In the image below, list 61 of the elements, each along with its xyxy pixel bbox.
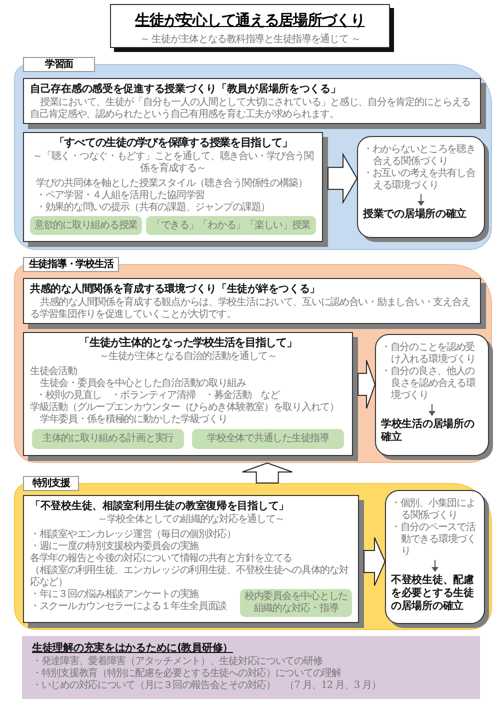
list-item: ・わからないところを聴き合える関係づくり	[363, 144, 476, 168]
list-item: ・相談室やエンカレッジ運営（毎日の個別対応）	[30, 529, 237, 540]
card-heading: 自己存在感の感受を促進する授業づくり「教員が居場所をつくる」	[30, 82, 342, 96]
result-text: 不登校生徒、配慮を必要とする生徒の居場所の確立	[391, 574, 475, 613]
result-text: 学校生活の居場所の確立	[381, 418, 476, 444]
card-subtitle: ～「聴く・つなぐ・もどす」ことを通して、聴き合い・学び合う関係を育成する～	[32, 151, 314, 175]
list-item: （相談室の利用生徒、エンカレッジの利用生徒、不登校生徒への具体的な対応など）	[30, 565, 350, 588]
list-item: ・スクールカウンセラーによる１年生全員面談	[30, 601, 228, 613]
list-item: ・個別、小集団による関係づくり	[391, 498, 476, 522]
list-item: ・効果的な問いの提示（共有の課題、ジャンプの課題）	[35, 202, 272, 214]
list-item: 学年委員・係を積極的に動かした学級づくり	[39, 414, 228, 426]
subtitle: ～ 生徒が主体となる教科指導と生徒指導を通じて ～	[138, 33, 362, 46]
card-heading: 「不登校生徒、相談室利用生徒の教室復帰を目指して」	[30, 499, 290, 513]
result-callout	[375, 334, 493, 460]
list-item: 生徒会活動	[30, 366, 78, 378]
title-heading: 生徒が安心して通える居場所づくり	[134, 11, 366, 29]
list-item: 各学年の報告と今後の対応について情報の共有と方針を立てる	[30, 553, 294, 564]
content-card	[23, 495, 364, 628]
section-tab: 特別支援	[23, 476, 79, 491]
list-item: ・年に３回の悩み相談アンケートの実施	[30, 589, 200, 600]
list-item: ・お互いの考えを共有し合える環境づくり	[363, 168, 476, 192]
list-item: ・発達障害、愛着障害（アタッチメント）、生徒対応についての研修	[32, 656, 324, 668]
section-tab: 学習面	[23, 57, 95, 72]
goal-tag: 意欲的に取り組める授業	[30, 216, 142, 235]
list-item: 学びの共同体を軸とした授業スタイル（聴き合う関係性の構築）	[35, 178, 308, 190]
goal-tag: 「できる」「わかる」「楽しい」授業	[146, 216, 316, 235]
card-heading: 「すべての生徒の学びを保障する授業を目指して」	[52, 136, 294, 150]
card-heading: 共感的な人間関係を育成する環境づくり「生徒が絆をつくる」	[30, 282, 322, 296]
list-item: ・自分の良さ、他人の良さを認め合える環境づくり	[381, 366, 476, 402]
result-text: 授業での居場所の確立	[363, 208, 468, 221]
block-arrow	[358, 360, 376, 409]
list-item: 学級活動（グループエンカウンター（ひらめき体験教室）を取り入れて）	[30, 402, 340, 414]
note-panel	[22, 636, 480, 699]
list-item: ・自分のことを認め受け入れる環境づくり	[381, 342, 476, 366]
content-card	[23, 332, 358, 461]
goal-tag: 校内委員会を中心とした組織的な対応・指導	[240, 589, 352, 617]
section-tab: 生徒指導・学校生活	[23, 257, 119, 272]
result-callout	[385, 490, 489, 628]
list-item: ・特別支援教育（特別に配慮を必要とする生徒への対応）についての理解	[32, 668, 342, 680]
block-arrow	[242, 462, 293, 484]
block-arrow	[328, 152, 358, 204]
card-text: 授業において、生徒が「自分も一人の人間として大切にされている」と感じ、自分を肯定的にとらえる自己肯定感や、認められたという自己有用感を育む工夫が求められます。	[30, 97, 472, 121]
goal-tag: 主体的に取り組める計画と実行	[32, 429, 184, 449]
title-box	[110, 4, 394, 52]
card-heading: 「生徒が主体的となった学校生活を目指して」	[78, 336, 298, 350]
content-card	[23, 132, 328, 247]
list-item: ・いじめの対応について（月に３回の報告会とその対応） （7 月、12 月、3 月）	[32, 680, 382, 692]
list-item: 生徒会・委員会を中心とした自治活動の取り組み	[39, 378, 247, 390]
card-text: 共感的な人間関係を育成する観点からは、学校生活において、互いに認め合い・励まし合い・支え合える学習集団作りを促進していくことが大切です。	[30, 297, 472, 321]
note-heading: 生徒理解の充実をはかるために(教員研修）	[32, 641, 234, 655]
list-item: ・自分のペースで活動できる環境づくり	[391, 522, 477, 558]
list-item: ・ペア学習・４人組を活用した協同学習	[35, 190, 206, 202]
list-item: ・週に一度の特別支援校内委員会の実施	[30, 541, 200, 552]
block-arrow	[364, 537, 386, 586]
card-subtitle: ～学校全体としての組織的な対応を通して～	[96, 514, 286, 526]
card-subtitle: ～生徒が主体となる自治的活動を通して～	[98, 351, 278, 363]
goal-tag: 学校全体で共通した生徒指導	[192, 429, 344, 449]
list-item: ・校則の見直し ・ボランティア清掃 ・募金活動 など	[35, 390, 281, 402]
result-callout	[357, 136, 489, 242]
content-card	[23, 278, 486, 329]
content-card	[23, 78, 486, 129]
